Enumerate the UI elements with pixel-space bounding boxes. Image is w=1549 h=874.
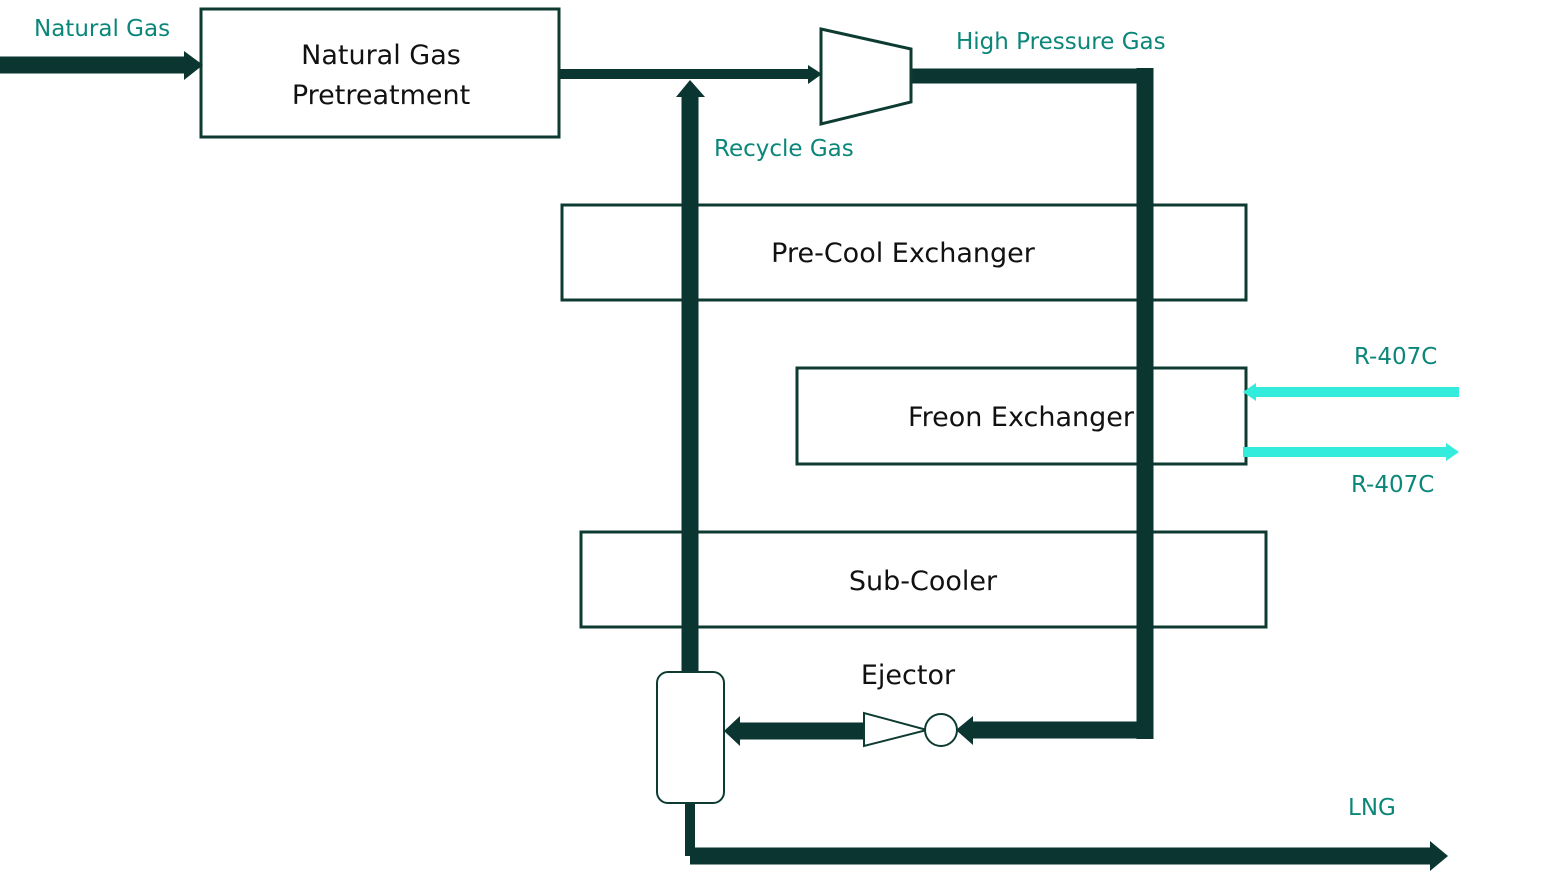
recycle-gas-arrowhead — [676, 80, 705, 97]
high-pressure-gas-arrowhead — [956, 716, 973, 745]
high-pressure-gas-label: High Pressure Gas — [956, 29, 1166, 55]
ejector-outlet-arrowhead — [724, 716, 740, 746]
recycle-gas-label: Recycle Gas — [714, 136, 854, 162]
separator-vessel — [656, 671, 725, 804]
sub-cooler-label: Sub-Cooler — [849, 566, 998, 597]
precool-exchanger-label: Pre-Cool Exchanger — [771, 238, 1036, 269]
ejector-nozzle-symbol — [863, 711, 931, 748]
lng-product-arrowhead — [1430, 841, 1448, 871]
natural-gas-stream-label: Natural Gas — [34, 16, 170, 42]
freon-exchanger-box — [795, 366, 1248, 466]
refrigerant-outlet-arrowhead — [1446, 443, 1459, 461]
ejector-label: Ejector — [861, 660, 956, 691]
pretreated-gas-arrowhead — [808, 65, 822, 84]
lng-stream-label: LNG — [1348, 795, 1396, 821]
refrigerant-inlet-label: R-407C — [1354, 344, 1437, 370]
pretreatment-label-line1: Natural Gas — [301, 40, 461, 71]
freon-exchanger-label: Freon Exchanger — [908, 402, 1135, 433]
compressor-symbol — [819, 27, 913, 126]
pretreatment-box — [199, 7, 561, 139]
refrigerant-outlet-label: R-407C — [1351, 472, 1434, 498]
refrigerant-inlet-arrowhead — [1243, 383, 1256, 401]
natural-gas-feed-arrowhead — [184, 51, 203, 80]
ejector-body-symbol — [924, 713, 958, 747]
pretreatment-label-line2: Pretreatment — [292, 80, 470, 111]
precool-exchanger-box — [560, 203, 1248, 302]
